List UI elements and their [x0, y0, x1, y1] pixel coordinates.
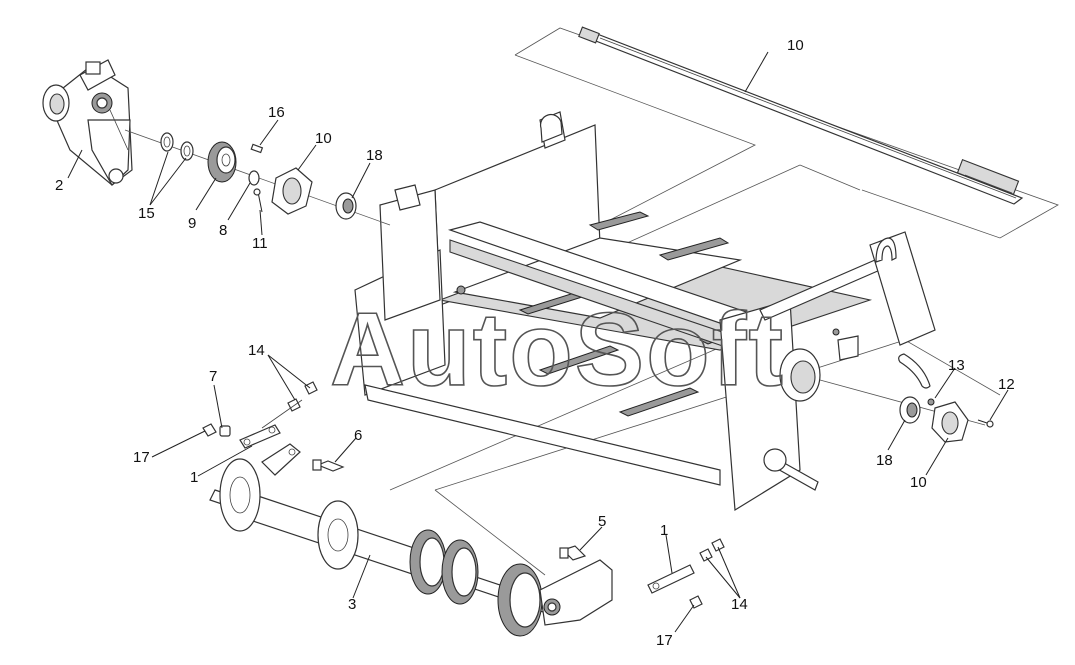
- callout-9: 9: [188, 215, 196, 232]
- callout-5: 5: [598, 513, 606, 530]
- callout-8: 8: [219, 222, 227, 239]
- callout-1-right: 1: [660, 522, 668, 539]
- callout-labels: 10 16 10 18 2 15 9 8 11 14 7 17 1 6 3 5 …: [55, 37, 1015, 649]
- callout-17-left: 17: [133, 449, 150, 466]
- callout-18-right: 18: [876, 452, 893, 469]
- leader-lines: [67, 51, 1009, 633]
- callout-10-top: 10: [315, 130, 332, 147]
- lower-right-link-assembly: [647, 538, 725, 609]
- callout-18-top: 18: [366, 147, 383, 164]
- callout-17-right: 17: [656, 632, 673, 649]
- callout-4: 10: [787, 37, 804, 54]
- callout-10-right: 10: [910, 474, 927, 491]
- callout-13: 13: [948, 357, 965, 374]
- callout-14-left: 14: [248, 342, 265, 359]
- callout-7: 7: [209, 368, 217, 385]
- callout-1-left: 1: [190, 469, 198, 486]
- callout-11: 11: [252, 235, 268, 252]
- shaft-part-4: [578, 26, 1024, 205]
- left-axis-parts: [124, 129, 391, 226]
- watermark-text: AutoSoft: [330, 292, 785, 408]
- callout-6: 6: [354, 427, 362, 444]
- pins-parts-5-6: [312, 459, 587, 561]
- gear-motor-part-2: [42, 59, 133, 186]
- roller-shaft-part-3: [209, 443, 613, 637]
- callout-3: 3: [348, 596, 356, 613]
- callout-15: 15: [138, 205, 155, 222]
- callout-12: 12: [998, 376, 1015, 393]
- right-axis-parts: [819, 353, 994, 443]
- main-frame: [354, 111, 936, 512]
- callout-14-right: 14: [731, 596, 748, 613]
- lower-left-link-assembly: [202, 381, 318, 449]
- callout-2: 2: [55, 177, 63, 194]
- callout-16: 16: [268, 104, 285, 121]
